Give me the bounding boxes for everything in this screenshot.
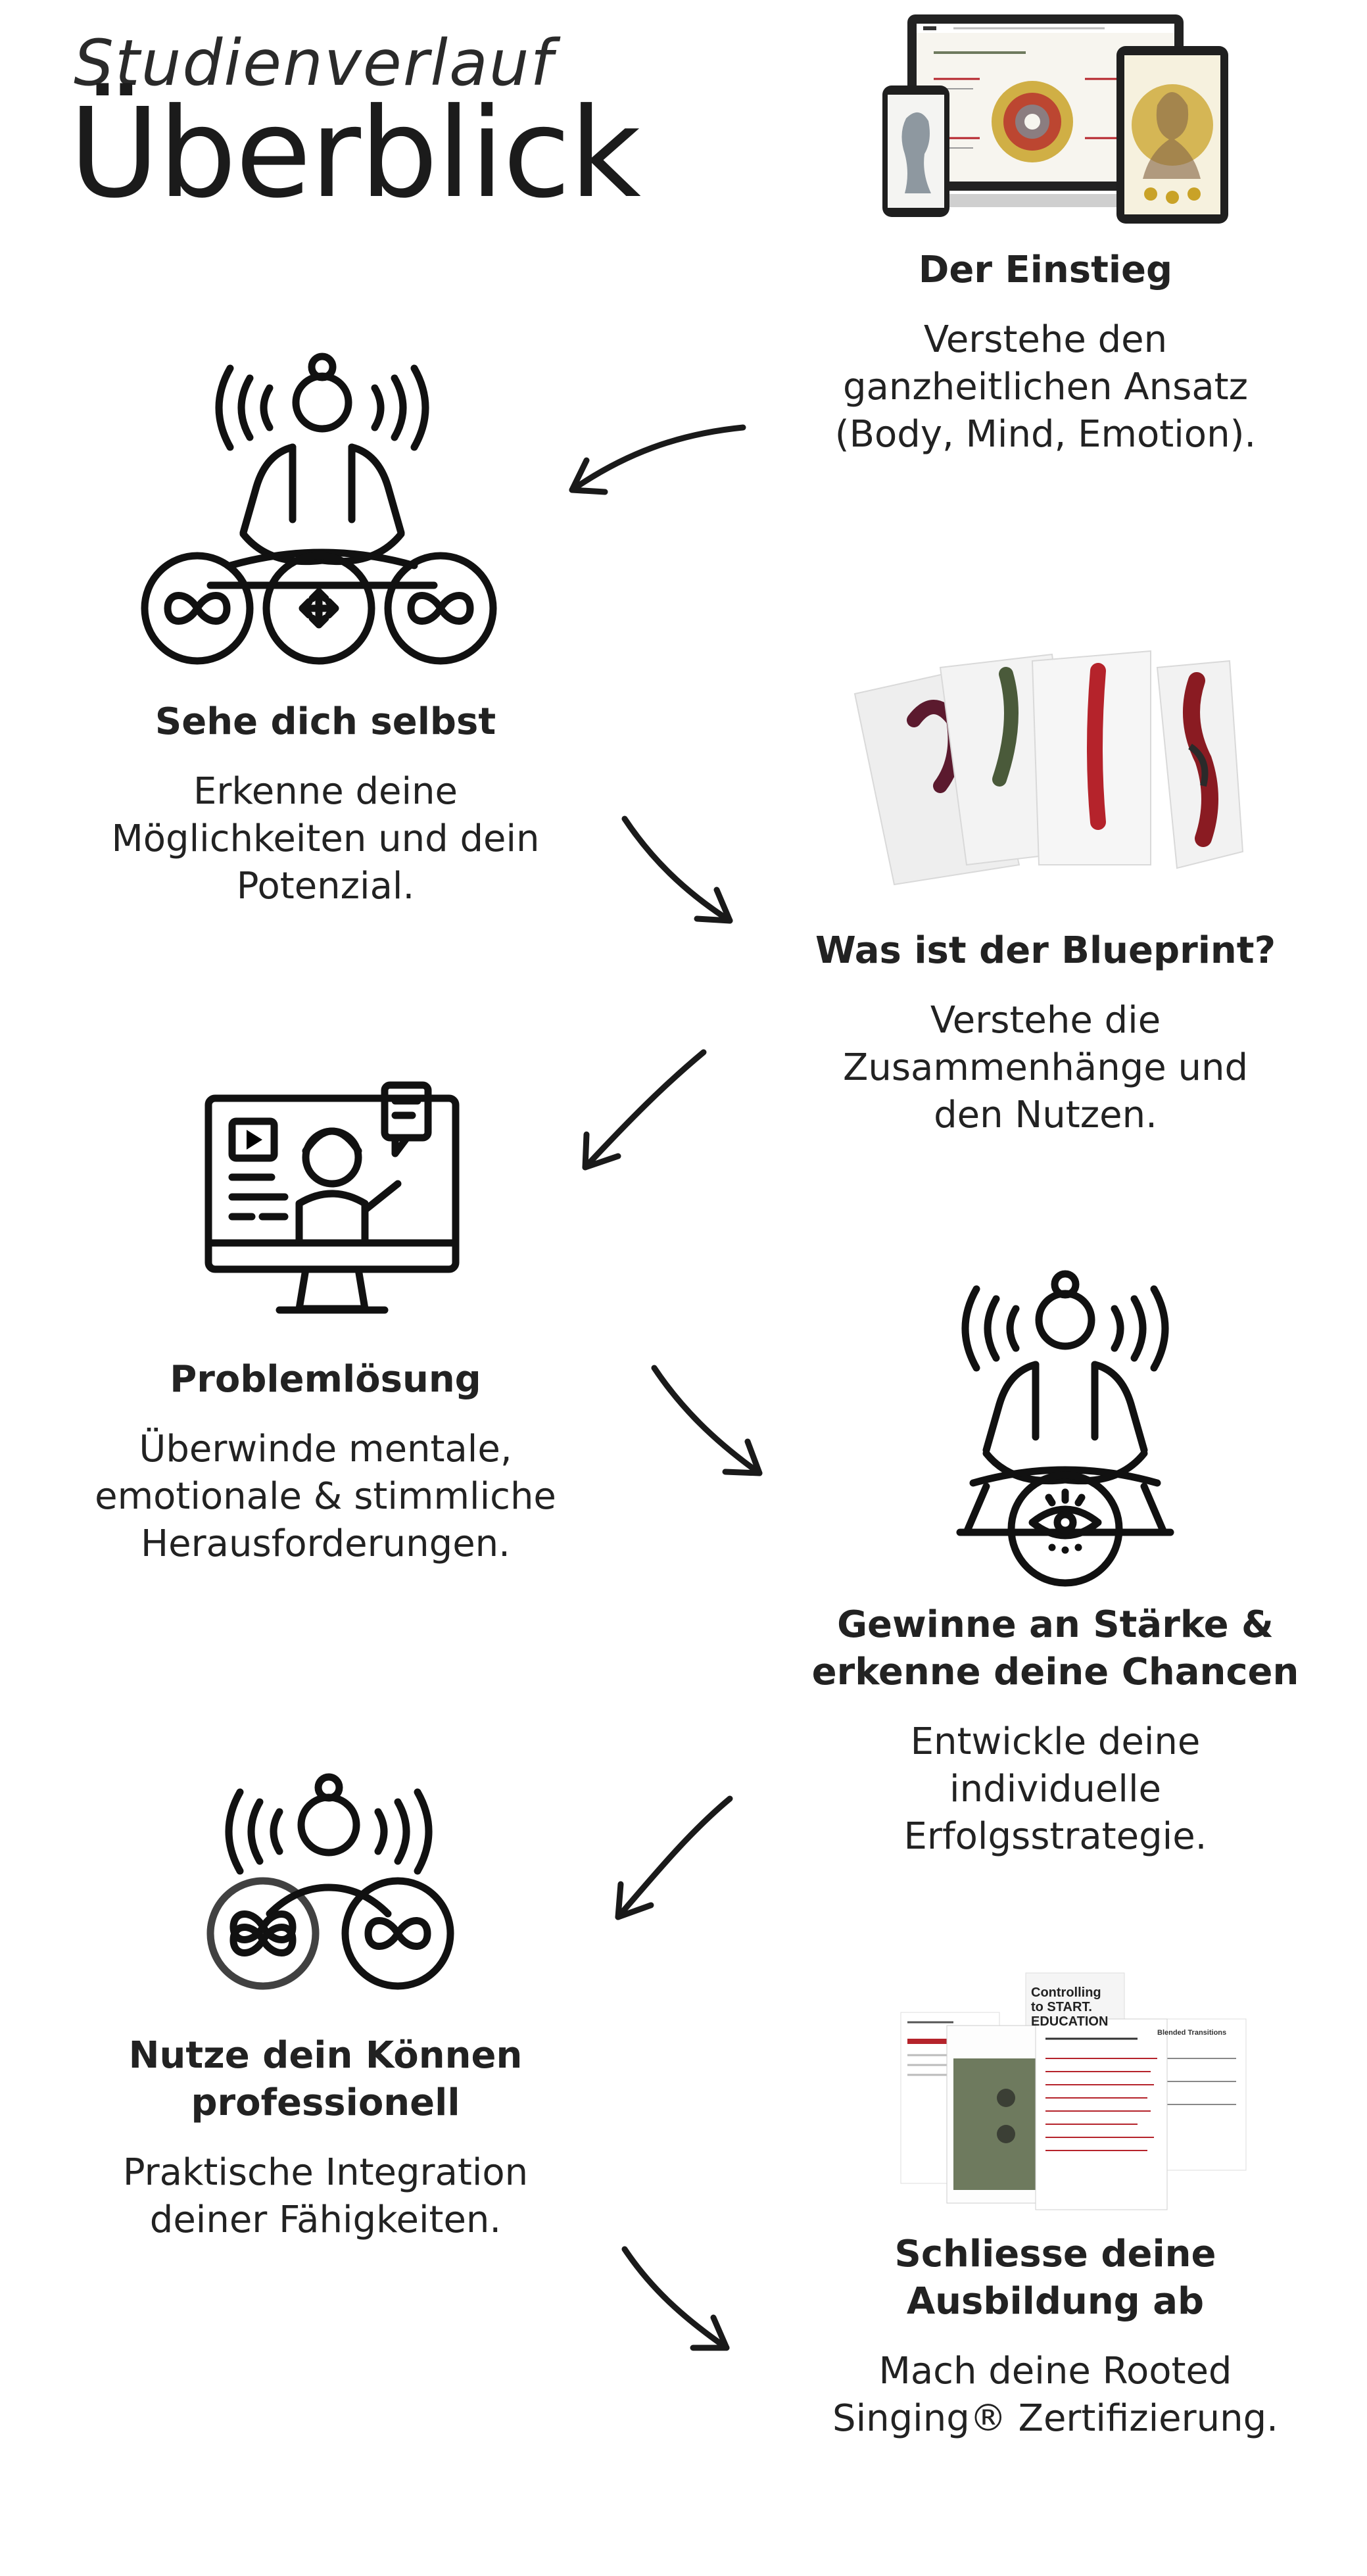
- step-description: Verstehe den ganzheitlichen Ansatz (Body…: [834, 318, 1257, 456]
- document-side-text: Blended Transitions: [1157, 2029, 1226, 2037]
- page-subtitle: Studienverlauf: [74, 26, 554, 100]
- step-nutze-dein-koennen: Nutze dein Können professionell Praktisc…: [56, 2032, 595, 2244]
- meditating-person-icon: [141, 352, 497, 665]
- step-description: Entwickle deine individuelle Erfolgsstra…: [903, 1720, 1207, 1858]
- step-title: Problemlösung: [170, 1358, 481, 1401]
- person-bust-icon: [206, 1773, 454, 1990]
- step-title: Nutze dein Können professionell: [128, 2034, 523, 2124]
- document-card-text: Controlling to START. EDUCATION: [1031, 1985, 1108, 2029]
- arrow-icon: [615, 1795, 733, 1920]
- step-einstieg: Der Einstieg Verstehe den ganzheitlichen…: [776, 247, 1315, 458]
- step-sehe-dich-selbst: Sehe dich selbst Erkenne deine Möglichke…: [56, 698, 595, 910]
- step-description: Verstehe die Zusammenhänge und den Nutze…: [842, 999, 1249, 1136]
- step-title: Der Einstieg: [918, 249, 1173, 291]
- video-lesson-monitor-icon: [204, 1081, 460, 1314]
- arrow-icon: [569, 424, 746, 495]
- step-problemloesung: Problemlösung Überwinde mentale, emotion…: [56, 1356, 595, 1568]
- meditating-person-eye-icon: [956, 1270, 1174, 1587]
- step-description: Erkenne deine Möglichkeiten und dein Pot…: [111, 770, 540, 908]
- arrow-icon: [621, 2246, 730, 2351]
- arrow-icon: [621, 815, 733, 924]
- arrow-icon: [582, 1049, 707, 1171]
- page-title: Überblick: [69, 82, 641, 226]
- step-description: Mach deine Rooted Singing® Zertifizierun…: [832, 2350, 1278, 2440]
- devices-mockup-image: [882, 14, 1228, 224]
- blueprint-cards-image: [853, 650, 1244, 886]
- step-title: Was ist der Blueprint?: [815, 929, 1276, 972]
- step-description: Überwinde mentale, emotionale & stimmlic…: [95, 1428, 556, 1565]
- arrow-icon: [651, 1365, 763, 1476]
- step-blueprint: Was ist der Blueprint? Verstehe die Zusa…: [776, 927, 1315, 1139]
- step-gewinne-an-staerke: Gewinne an Stärke & erkenne deine Chance…: [786, 1601, 1325, 1860]
- step-title: Gewinne an Stärke & erkenne deine Chance…: [811, 1603, 1299, 1693]
- documents-image: Controlling to START. EDUCATION Blended …: [900, 1972, 1247, 2210]
- step-title: Schliesse deine Ausbildung ab: [894, 2233, 1216, 2323]
- step-description: Praktische Integration deiner Fähigkeite…: [122, 2151, 529, 2241]
- step-schliesse-ausbildung-ab: Schliesse deine Ausbildung ab Mach deine…: [786, 2231, 1325, 2442]
- step-title: Sehe dich selbst: [155, 700, 496, 743]
